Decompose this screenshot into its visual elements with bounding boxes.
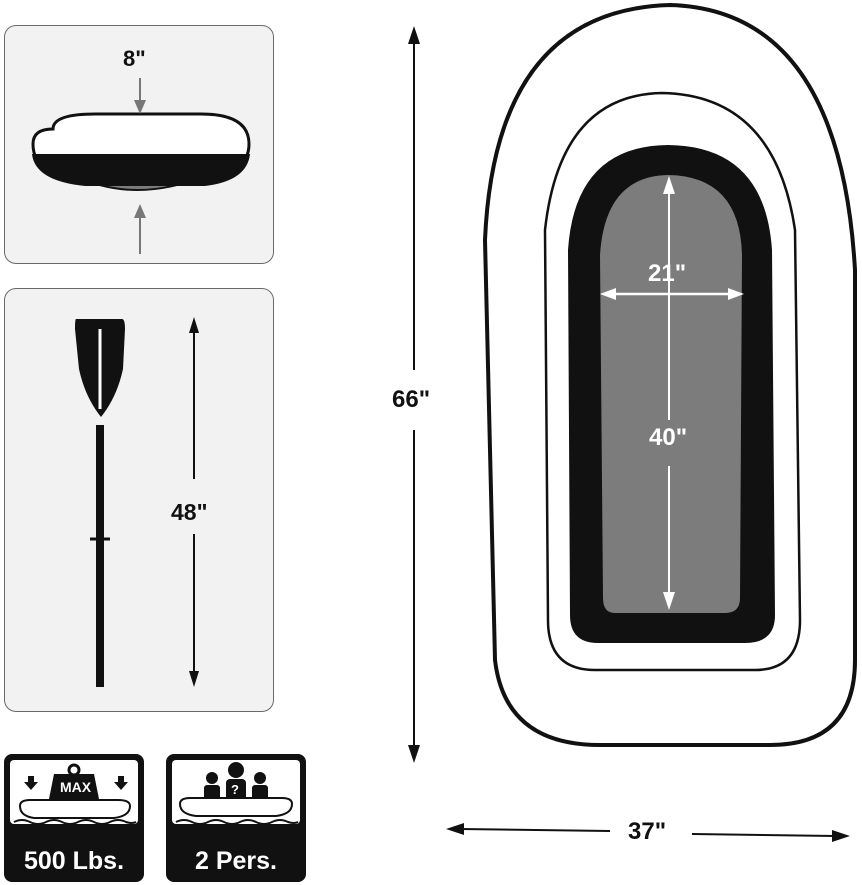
boat-length-arrowhead-top	[408, 26, 420, 44]
boat-width-label: 37"	[628, 818, 667, 845]
max-load-label: 500 Lbs.	[23, 847, 125, 875]
paddle-diagram	[75, 317, 199, 687]
capacity-raft-icon	[178, 797, 294, 817]
boat-floor	[600, 175, 742, 613]
floor-length-label: 40"	[649, 424, 688, 451]
boat-width-arrow-line-left	[459, 828, 611, 832]
down-arrow-right-icon	[114, 776, 128, 790]
tube-bottom-arrowhead	[134, 204, 146, 218]
boat-width-arrowhead-right	[832, 830, 850, 842]
tube-dark-band	[32, 154, 250, 186]
boat-length-label: 66"	[392, 386, 431, 413]
person-center-body-icon	[226, 779, 246, 801]
floor-width-label: 21"	[648, 260, 687, 287]
floor-width-arrowhead-right	[728, 288, 744, 300]
water-wave-icon	[13, 819, 137, 825]
paddle-panel: 48"	[4, 288, 274, 712]
paddle-length-arrowhead-bottom	[189, 671, 199, 687]
down-arrow-left-icon	[24, 776, 38, 790]
max-load-icon	[13, 763, 137, 825]
tube-top-arrowhead	[134, 100, 146, 114]
weight-icon	[48, 774, 100, 804]
floor-length-arrowhead-top	[663, 176, 675, 194]
tube-height-label: 8"	[123, 46, 146, 71]
boat-length-arrowhead-bottom	[408, 745, 420, 763]
floor-length-arrowhead-bottom	[663, 592, 675, 610]
capacity-icon-text: ?	[231, 782, 239, 797]
floor-width-arrowhead-left	[600, 288, 616, 300]
paddle-length-arrowhead-top	[189, 317, 199, 333]
person-center-head-icon	[228, 762, 244, 778]
capacity-label: 2 Pers.	[194, 847, 277, 875]
tube-height-panel: 8"	[4, 25, 274, 264]
paddle-shaft	[96, 425, 104, 687]
max-load-badge: MAX 500 Lbs.	[4, 754, 144, 882]
capacity-icon-area: ?	[172, 760, 300, 825]
capacity-water-wave-icon	[175, 819, 299, 825]
person-left-head-icon	[206, 772, 218, 784]
person-right-head-icon	[254, 772, 266, 784]
weight-handle-icon	[67, 763, 81, 777]
boat-width-arrow-line-right	[691, 833, 836, 837]
max-icon-text: MAX	[60, 779, 92, 795]
raft-icon	[18, 799, 132, 819]
capacity-icon	[175, 762, 299, 825]
paddle-length-label: 48"	[171, 499, 208, 525]
boat-width-arrowhead-left	[446, 823, 464, 835]
max-load-icon-area: MAX	[10, 760, 138, 825]
tube-cross-section-diagram	[31, 78, 251, 254]
capacity-badge: ? 2 Pers.	[166, 754, 306, 882]
